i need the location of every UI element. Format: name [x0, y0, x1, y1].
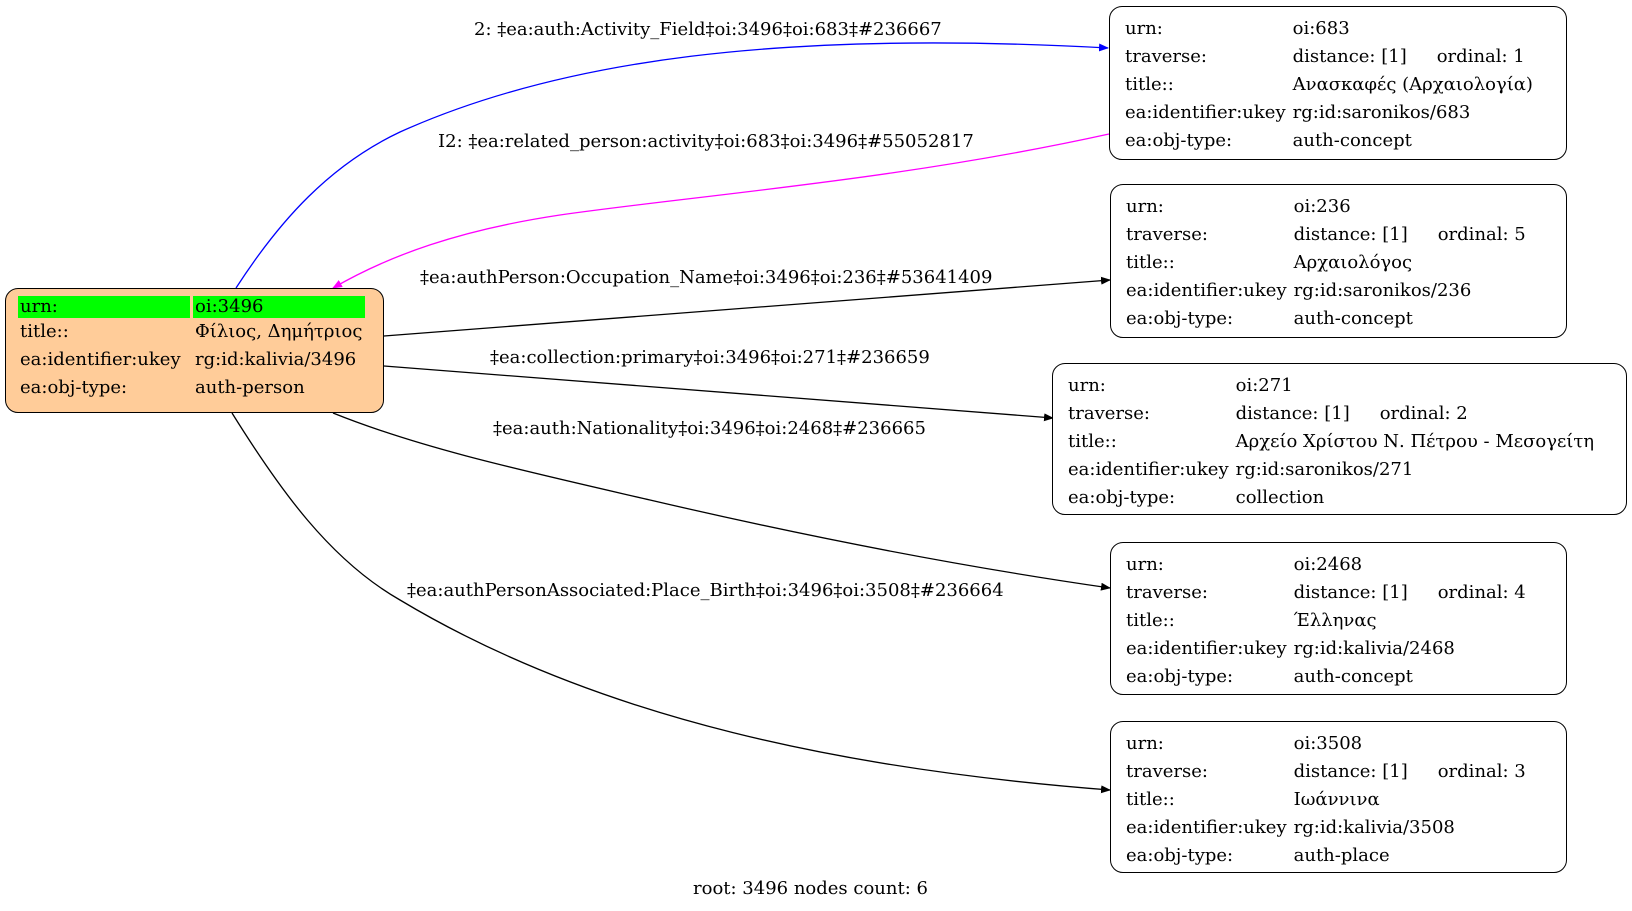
edge-occupation [383, 276, 1111, 337]
edge-label-occupation: ‡ea:authPerson:Occupation_Name‡oi:3496‡o… [420, 267, 993, 288]
edge-related-person [332, 133, 1110, 289]
node-key: ea:obj-type: [1126, 308, 1234, 329]
root-value: rg:id:kalivia/3496 [195, 349, 357, 370]
edge-collection [383, 365, 1054, 422]
node-distance: distance: [1] [1292, 46, 1407, 67]
node-key: title:: [1126, 252, 1175, 273]
edge-label-collection: ‡ea:collection:primary‡oi:3496‡oi:271‡#2… [490, 347, 930, 368]
node-title: Έλληνας [1293, 610, 1377, 631]
node-obj-type: auth-concept [1293, 308, 1413, 329]
node-obj-type: auth-concept [1292, 130, 1412, 151]
node-obj-type: auth-place [1293, 845, 1390, 866]
node-key: urn: [1068, 375, 1106, 396]
edge-place-birth [231, 412, 1111, 794]
node-oi-2468[interactable]: urn: oi:2468 traverse: distance: [1] ordina… [1110, 542, 1567, 695]
node-key: ea:identifier:ukey [1126, 817, 1287, 838]
node-distance: distance: [1] [1293, 761, 1408, 782]
root-key: ea:obj-type: [20, 377, 128, 398]
node-key: traverse: [1126, 224, 1208, 245]
node-key: ea:identifier:ukey [1068, 459, 1229, 480]
node-key: title:: [1125, 74, 1174, 95]
edge-label-related-person: I2: ‡ea:related_person:activity‡oi:683‡o… [438, 131, 974, 152]
node-title: Ανασκαφές (Αρχαιολογία) [1292, 74, 1533, 95]
node-key: urn: [1126, 733, 1164, 754]
node-key: title:: [1126, 610, 1175, 631]
edge-label-activity-field: 2: ‡ea:auth:Activity_Field‡oi:3496‡oi:68… [474, 19, 942, 40]
node-urn: oi:2468 [1293, 554, 1363, 575]
node-key: urn: [1126, 554, 1164, 575]
node-obj-type: auth-concept [1293, 666, 1413, 687]
node-urn: oi:236 [1293, 196, 1351, 217]
node-key: ea:obj-type: [1125, 130, 1233, 151]
node-ukey: rg:id:saronikos/683 [1292, 102, 1471, 123]
root-value: Φίλιος, Δημήτριος [195, 321, 363, 342]
node-title: Αρχαιολόγος [1293, 252, 1413, 273]
graph-footer: root: 3496 nodes count: 6 [693, 878, 928, 899]
node-oi-271[interactable]: urn: oi:271 traverse: distance: [1] ordinal… [1052, 363, 1627, 515]
node-oi-3508[interactable]: urn: oi:3508 traverse: distance: [1] ordina… [1110, 721, 1567, 873]
node-key: title:: [1126, 789, 1175, 810]
node-oi-236[interactable]: urn: oi:236 traverse: distance: [1] ordinal… [1110, 184, 1567, 338]
node-key: ea:obj-type: [1126, 666, 1234, 687]
node-ordinal: ordinal: 3 [1437, 761, 1526, 782]
node-urn: oi:683 [1292, 18, 1350, 39]
node-ukey: rg:id:saronikos/236 [1293, 280, 1472, 301]
node-distance: distance: [1] [1235, 403, 1350, 424]
node-distance: distance: [1] [1293, 224, 1408, 245]
node-ordinal: ordinal: 4 [1437, 582, 1526, 603]
node-key: title:: [1068, 431, 1117, 452]
node-key: ea:identifier:ukey [1125, 102, 1286, 123]
node-key: traverse: [1125, 46, 1207, 67]
root-row-ukey: ea:identifier:ukey rg:id:kalivia/3496 [18, 346, 365, 374]
root-value: auth-person [195, 377, 305, 398]
root-key: title:: [20, 321, 69, 342]
node-obj-type: collection [1235, 487, 1325, 508]
edge-activity-field [235, 42, 1109, 289]
root-node[interactable]: urn: oi:3496 title:: Φίλιος, Δημήτριος e… [5, 288, 384, 413]
root-value: oi:3496 [193, 296, 365, 318]
node-key: traverse: [1126, 761, 1208, 782]
node-key: traverse: [1068, 403, 1150, 424]
node-oi-683[interactable]: urn: oi:683 traverse: distance: [1] ordinal… [1109, 6, 1567, 160]
root-row-obj-type: ea:obj-type: auth-person [18, 374, 365, 402]
root-row-urn: urn: oi:3496 [18, 296, 365, 318]
node-ukey: rg:id:kalivia/2468 [1293, 638, 1455, 659]
root-row-title: title:: Φίλιος, Δημήτριος [18, 318, 365, 346]
node-ukey: rg:id:kalivia/3508 [1293, 817, 1455, 838]
node-title: Αρχείο Χρίστου Ν. Πέτρου - Μεσογείτη [1235, 431, 1595, 452]
node-ordinal: ordinal: 1 [1436, 46, 1525, 67]
node-urn: oi:271 [1235, 375, 1293, 396]
node-ukey: rg:id:saronikos/271 [1235, 459, 1414, 480]
edge-nationality [332, 412, 1111, 591]
root-key: urn: [18, 296, 190, 318]
node-key: traverse: [1126, 582, 1208, 603]
node-key: ea:obj-type: [1126, 845, 1234, 866]
edge-label-place-birth: ‡ea:authPersonAssociated:Place_Birth‡oi:… [407, 580, 1004, 601]
node-distance: distance: [1] [1293, 582, 1408, 603]
root-key: ea:identifier:ukey [20, 349, 181, 370]
node-key: urn: [1126, 196, 1164, 217]
node-key: ea:identifier:ukey [1126, 638, 1287, 659]
edge-label-nationality: ‡ea:auth:Nationality‡oi:3496‡oi:2468‡#23… [493, 418, 926, 439]
node-key: urn: [1125, 18, 1163, 39]
node-ordinal: ordinal: 2 [1379, 403, 1468, 424]
node-key: ea:obj-type: [1068, 487, 1176, 508]
node-key: ea:identifier:ukey [1126, 280, 1287, 301]
node-ordinal: ordinal: 5 [1437, 224, 1526, 245]
node-urn: oi:3508 [1293, 733, 1363, 754]
node-title: Ιωάννινα [1293, 789, 1380, 810]
